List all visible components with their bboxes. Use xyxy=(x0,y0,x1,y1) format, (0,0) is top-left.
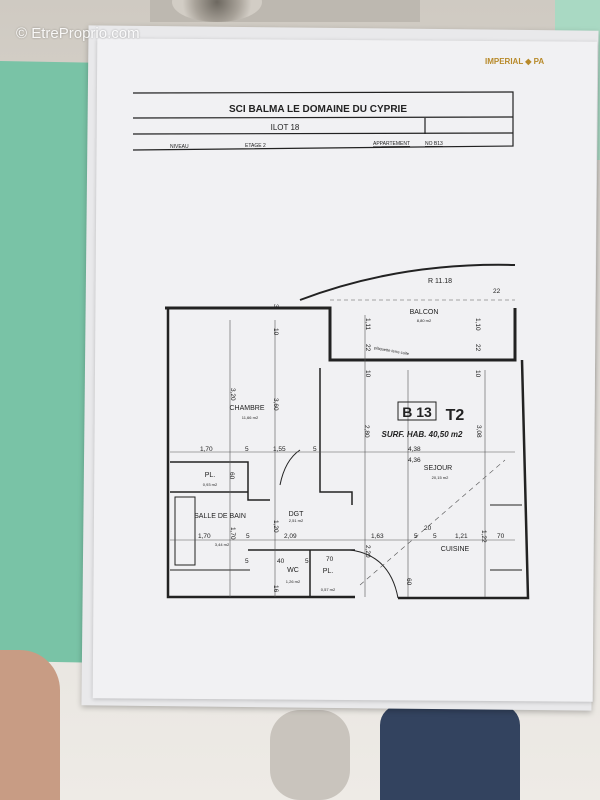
dimension-label: 1,70 xyxy=(200,446,213,453)
dimension-label: 5 xyxy=(245,446,249,453)
dimension-label: 2,20 xyxy=(364,545,371,558)
project-title: SCI BALMA LE DOMAINE DU CYPRIE xyxy=(229,104,407,115)
etage: ETAGE 2 xyxy=(245,143,266,149)
dimension-label: 3,60 xyxy=(272,398,279,411)
dimension-label: 3,08 xyxy=(475,425,482,438)
watermark: © EtreProprio.com xyxy=(16,25,140,42)
dimension-label: 22 xyxy=(364,344,371,352)
walls xyxy=(165,263,530,600)
dimension-label: 70 xyxy=(326,556,334,563)
dimension-label: 1,63 xyxy=(371,533,384,540)
jeans xyxy=(380,705,520,800)
room-chambre-area: 11,66 m2 xyxy=(242,415,259,420)
room-sejour-area: 20,15 m2 xyxy=(432,475,449,480)
room-placard-2: PL. xyxy=(323,568,334,575)
room-salle-de-bain-area: 3,44 m2 xyxy=(215,542,230,547)
dimension-label: 5 xyxy=(313,446,317,453)
dimension-label: 20 xyxy=(424,525,432,532)
dimension-label: 22 xyxy=(474,344,481,352)
dimension-label: 22 xyxy=(493,288,501,295)
shoe xyxy=(270,710,350,800)
dimension-label: 2,80 xyxy=(363,425,370,438)
dimension-label: 5 xyxy=(414,533,418,540)
dimension-label: 3 xyxy=(272,304,279,308)
dimension-label: 40 xyxy=(277,558,285,565)
room-balcon: BALCON xyxy=(410,309,439,316)
dimension-label: 3,20 xyxy=(229,388,236,401)
dimension-label: 1,70 xyxy=(229,527,236,540)
room-cuisine: CUISINE xyxy=(441,546,470,553)
ilot: ILOT 18 xyxy=(271,123,300,132)
dimension-labels: 1,70 5 1,55 5 4,38 4,36 3,20 3,60 2,80 3… xyxy=(198,288,505,593)
dimension-label: 1,70 xyxy=(198,533,211,540)
unit-label: B 13 xyxy=(402,404,432,420)
title-block xyxy=(132,91,514,151)
dimension-label: 10 xyxy=(474,370,481,378)
room-placard-1-area: 0,93 m2 xyxy=(203,482,218,487)
room-chambre: CHAMBRE xyxy=(229,405,264,412)
drain xyxy=(172,0,262,22)
room-wc: WC xyxy=(287,567,299,574)
dimension-label: 1,11 xyxy=(364,318,371,331)
dimension-label: 1,20 xyxy=(272,520,279,533)
dimension-label: 10 xyxy=(364,370,371,378)
dimension-label: 16 xyxy=(272,585,279,593)
dimension-label: 5 xyxy=(305,558,309,565)
room-placard-2-area: 0,57 m2 xyxy=(321,587,336,592)
dimension-label: 60 xyxy=(405,578,412,586)
unit-type: T2 xyxy=(446,407,465,424)
company-logo: IMPERIAL ◆ PA xyxy=(485,57,545,66)
appartement-no: NO B13 xyxy=(425,141,443,147)
radius-label: R 11.18 xyxy=(428,278,452,285)
dimension-label: 1,10 xyxy=(474,318,481,331)
room-sejour: SEJOUR xyxy=(424,465,452,472)
dimension-label: 5 xyxy=(245,558,249,565)
dimension-label: 5 xyxy=(433,533,437,540)
room-balcon-area: 8,80 m2 xyxy=(417,318,432,323)
room-dgt-area: 2,51 m2 xyxy=(289,518,304,523)
dimension-label: 60 xyxy=(228,472,235,480)
surface-label: SURF. HAB. 40,50 m2 xyxy=(382,430,463,439)
dimension-label: 5 xyxy=(246,533,250,540)
material-note: plaquette terre cuite xyxy=(374,345,410,356)
unit-box xyxy=(397,401,437,421)
dimension-label: 70 xyxy=(497,533,505,540)
arm xyxy=(0,650,60,800)
dimension-label: 4,38 xyxy=(408,446,421,453)
appartement-label: APPARTEMENT xyxy=(373,141,410,147)
room-placard-1: PL. xyxy=(205,472,216,479)
dimension-label: 4,36 xyxy=(408,457,421,464)
room-salle-de-bain: SALLE DE BAIN xyxy=(194,513,246,520)
room-wc-area: 1,26 m2 xyxy=(286,579,301,584)
room-dgt: DGT xyxy=(289,511,305,518)
dimension-label: 10 xyxy=(272,328,279,336)
dimension-label: 1,55 xyxy=(273,446,286,453)
dimension-label: 1,21 xyxy=(455,533,468,540)
plan-labels: B 13 T2 SURF. HAB. 40,50 m2 R 11.18 plaq… xyxy=(194,278,504,593)
dimension-label: 2,09 xyxy=(284,533,297,540)
niveau-label: NIVEAU xyxy=(170,144,189,150)
dimension-lines xyxy=(170,299,515,597)
dimension-label: 1,22 xyxy=(480,530,487,543)
